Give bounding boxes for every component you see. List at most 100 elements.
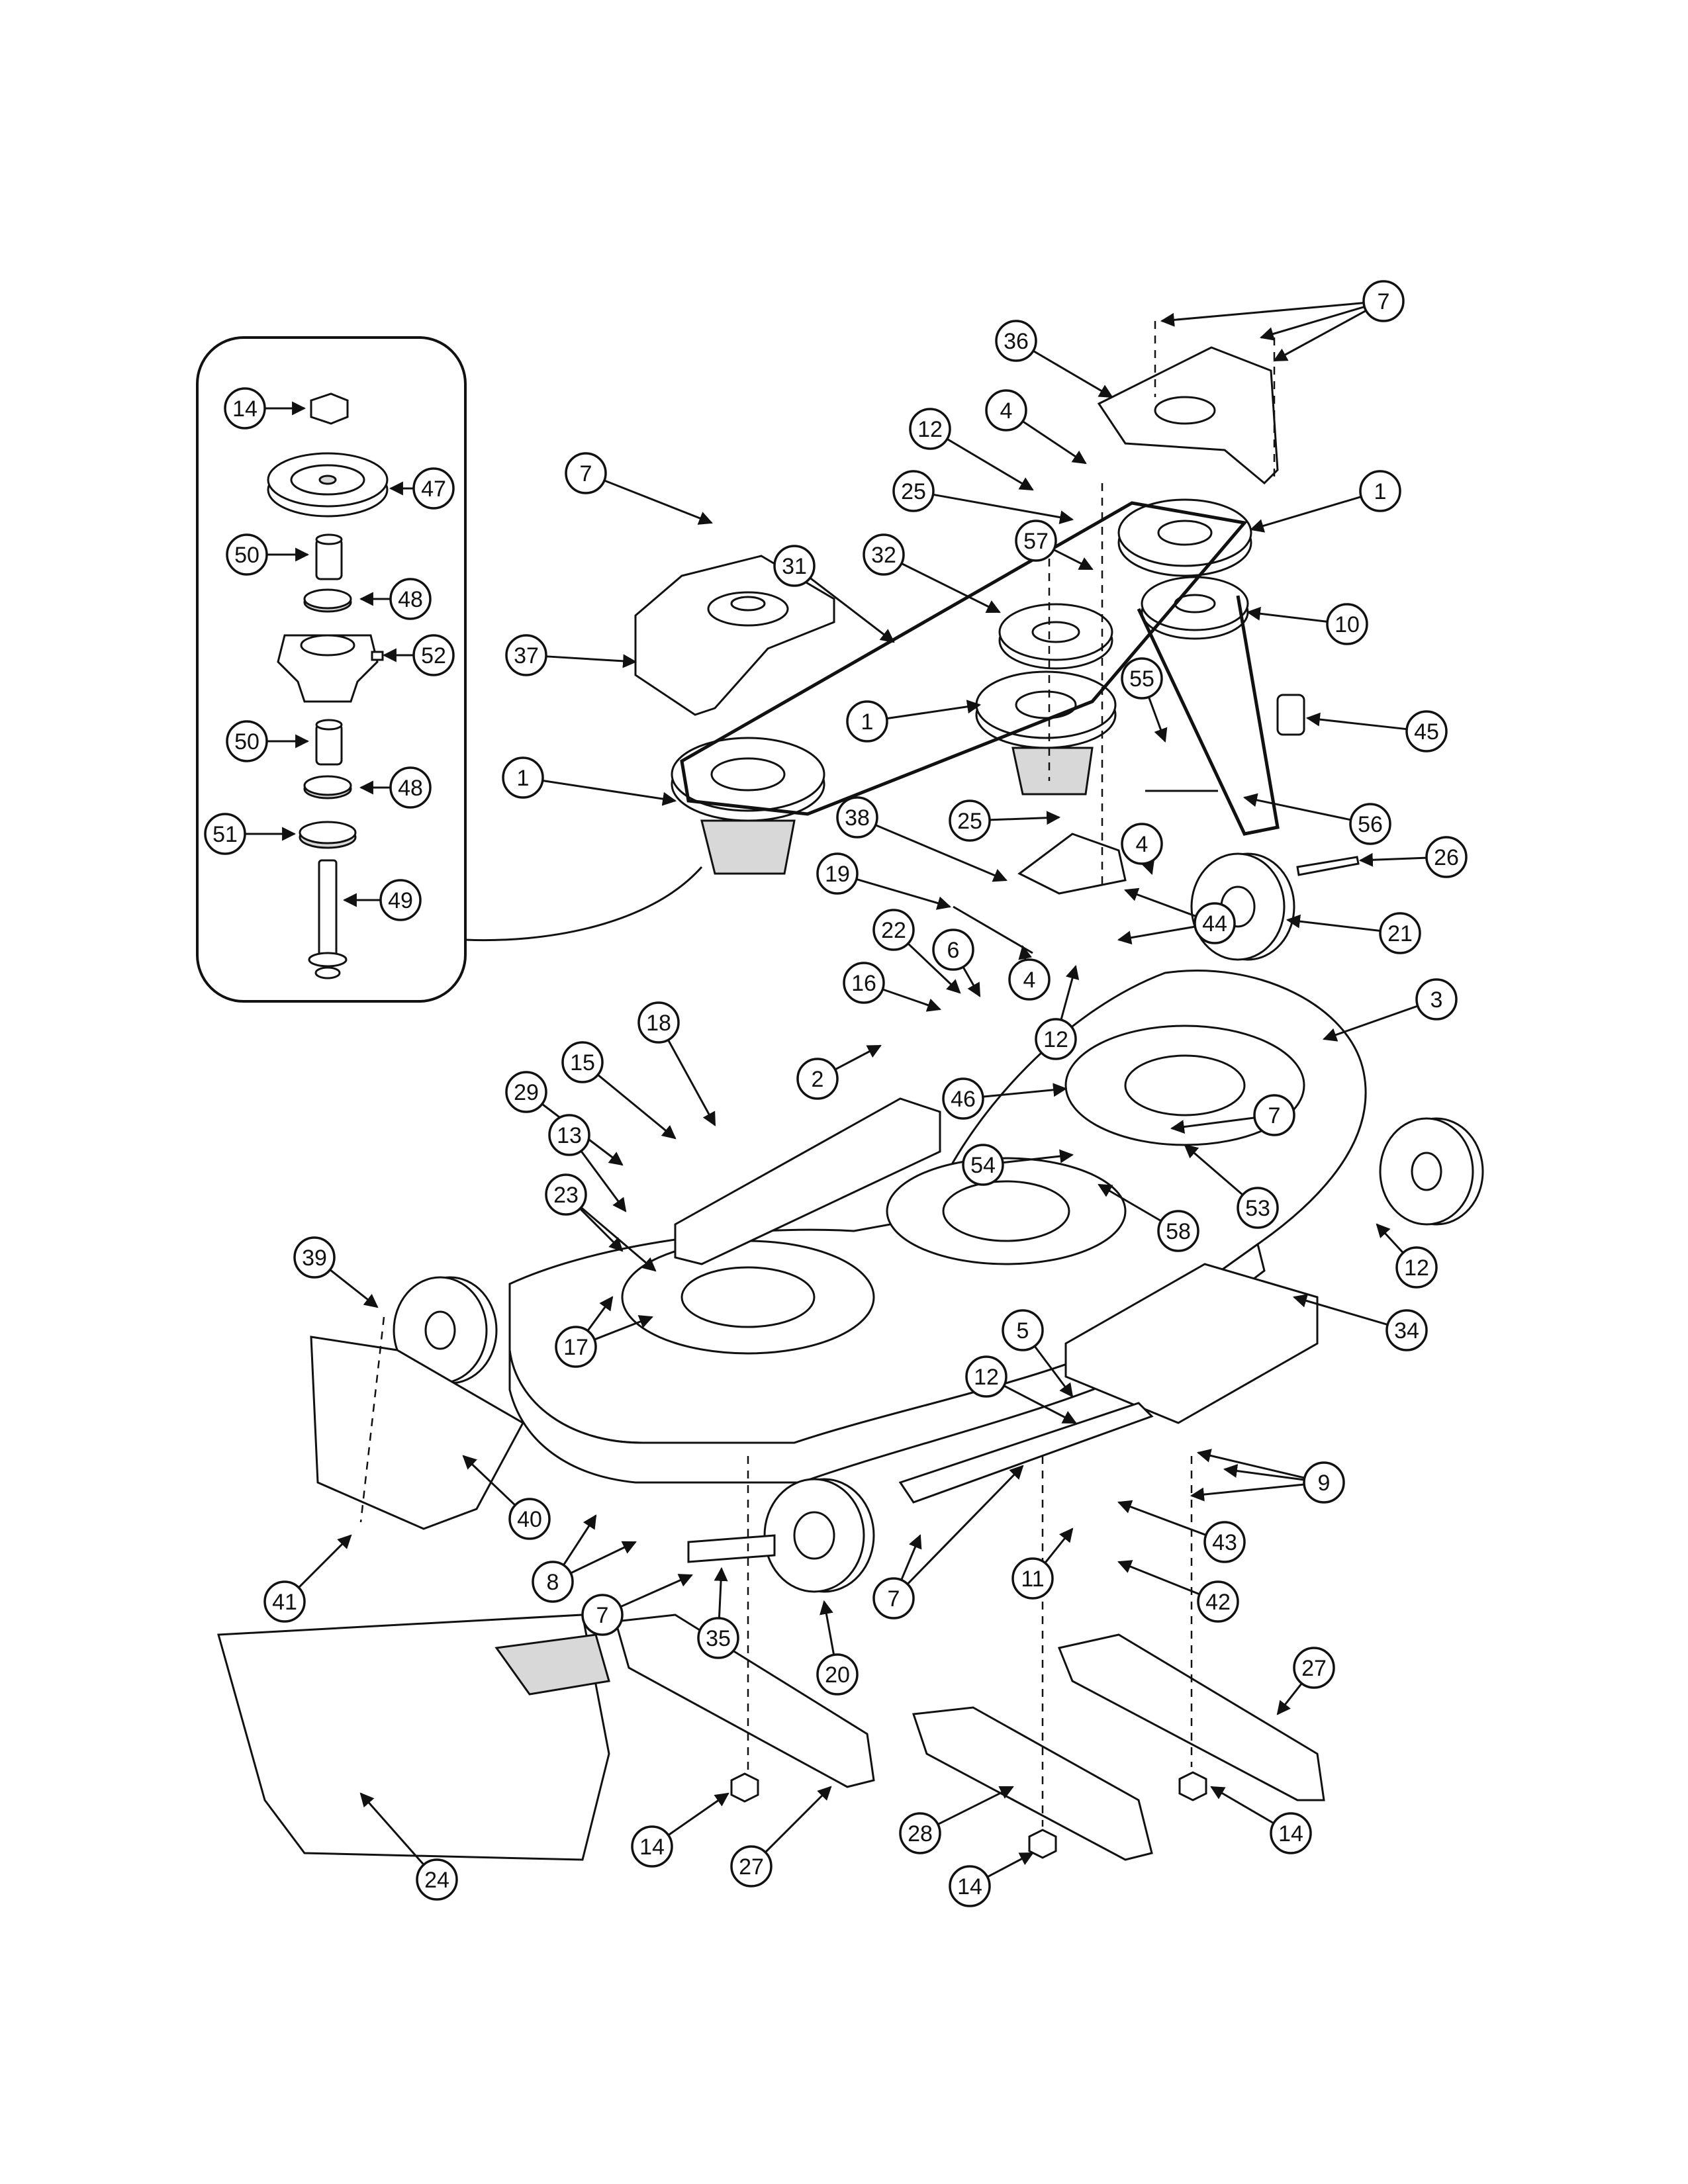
mower-blades xyxy=(614,1614,1325,1861)
callout-48: 48 xyxy=(359,766,432,809)
callout-number: 35 xyxy=(706,1626,731,1651)
callout-50: 50 xyxy=(226,720,310,762)
callout-number: 4 xyxy=(1023,968,1036,993)
callout-number: 58 xyxy=(1166,1219,1191,1244)
callout-number: 27 xyxy=(1301,1656,1327,1681)
leader-line xyxy=(1117,1500,1207,1536)
callout-10: 10 xyxy=(1246,603,1368,645)
callout-number: 16 xyxy=(851,971,876,996)
callout-balloon xyxy=(965,1355,1008,1398)
callout-balloon xyxy=(412,634,455,676)
leader-line xyxy=(563,1514,597,1566)
callout-balloon xyxy=(1157,1210,1199,1252)
callout-4: 4 xyxy=(1121,823,1163,875)
callout-7: 7 xyxy=(565,452,713,525)
callout-6: 6 xyxy=(932,929,981,997)
callout-balloon xyxy=(631,1825,673,1868)
callout-balloon xyxy=(1405,710,1448,752)
leader-line xyxy=(570,1541,637,1574)
callout-17: 17 xyxy=(555,1296,653,1368)
callout-number: 56 xyxy=(1358,812,1383,837)
callout-balloon xyxy=(843,962,885,1004)
callout-1: 1 xyxy=(846,700,982,743)
callout-balloon xyxy=(949,1865,991,1907)
callout-2: 2 xyxy=(796,1044,882,1100)
callout-number: 49 xyxy=(388,888,413,913)
leader-line xyxy=(1160,302,1364,327)
callout-balloon xyxy=(1385,1309,1428,1351)
callout-number: 54 xyxy=(970,1153,996,1178)
spindle-inset-panel xyxy=(196,336,703,1003)
leader-line xyxy=(947,438,1034,491)
callout-balloon xyxy=(872,1577,915,1619)
callout-balloon xyxy=(962,1144,1004,1186)
callout-balloon xyxy=(508,1498,551,1540)
callout-26: 26 xyxy=(1358,836,1468,878)
leader-line xyxy=(586,1296,614,1332)
callout-7: 7 xyxy=(1170,1094,1295,1136)
leader-line xyxy=(580,1150,627,1212)
leader-line xyxy=(1358,852,1427,867)
callout-43: 43 xyxy=(1117,1500,1246,1563)
callout-number: 43 xyxy=(1212,1530,1237,1555)
callout-number: 28 xyxy=(908,1821,933,1846)
callout-36: 36 xyxy=(995,320,1113,398)
callout-number: 14 xyxy=(957,1874,982,1899)
callout-37: 37 xyxy=(505,634,637,676)
callout-47: 47 xyxy=(389,467,455,510)
callout-balloon xyxy=(1002,1309,1044,1351)
callout-number: 23 xyxy=(553,1183,579,1208)
callout-balloon xyxy=(505,1071,547,1113)
callout-31: 31 xyxy=(773,545,895,643)
callout-balloon xyxy=(1326,603,1368,645)
callout-number: 25 xyxy=(901,479,926,504)
callout-balloon xyxy=(1121,823,1163,865)
callout-57: 57 xyxy=(1015,520,1094,570)
callout-balloon xyxy=(1011,1557,1054,1600)
leader-line xyxy=(765,1786,832,1853)
callout-balloon xyxy=(892,470,935,512)
callout-balloon xyxy=(637,1001,680,1044)
leader-line xyxy=(1033,349,1113,398)
callout-balloon xyxy=(263,1580,306,1623)
callout-20: 20 xyxy=(816,1600,859,1696)
leader-line xyxy=(329,1269,379,1308)
callout-number: 2 xyxy=(812,1067,824,1092)
leader-line xyxy=(1276,1682,1303,1715)
callout-52: 52 xyxy=(382,634,455,676)
callout-balloon xyxy=(899,1812,941,1854)
callout-24: 24 xyxy=(359,1792,458,1901)
leader-line xyxy=(1184,1144,1244,1196)
callout-balloon xyxy=(555,1326,597,1368)
callout-35: 35 xyxy=(697,1567,739,1659)
callout-25: 25 xyxy=(892,470,1074,525)
spindle-assembly-parts xyxy=(267,392,389,979)
callout-number: 19 xyxy=(825,862,850,887)
callout-8: 8 xyxy=(532,1514,637,1603)
callout-1: 1 xyxy=(1249,470,1401,533)
callout-number: 14 xyxy=(1278,1821,1303,1846)
leader-line xyxy=(1246,606,1328,623)
callout-32: 32 xyxy=(863,533,1001,614)
callout-number: 57 xyxy=(1023,529,1049,554)
callout-number: 7 xyxy=(888,1586,900,1612)
leader-line xyxy=(1223,1464,1305,1481)
callout-number: 17 xyxy=(563,1335,588,1360)
callout-23: 23 xyxy=(545,1173,657,1272)
callout-number: 12 xyxy=(1404,1255,1429,1281)
callout-balloon xyxy=(816,852,859,895)
callout-15: 15 xyxy=(561,1041,677,1140)
leader-line xyxy=(875,824,1008,882)
callout-number: 44 xyxy=(1202,911,1227,936)
callout-51: 51 xyxy=(204,813,297,855)
callout-number: 18 xyxy=(646,1011,671,1036)
assembly-axes xyxy=(359,321,1276,1827)
callout-balloon xyxy=(502,756,544,799)
callout-number: 22 xyxy=(881,918,906,943)
callout-number: 31 xyxy=(782,554,807,579)
leader-line xyxy=(604,479,713,525)
callout-number: 45 xyxy=(1414,719,1439,745)
callout-balloon xyxy=(1035,1018,1077,1060)
leader-line xyxy=(298,1534,352,1588)
callout-balloon xyxy=(532,1561,574,1603)
